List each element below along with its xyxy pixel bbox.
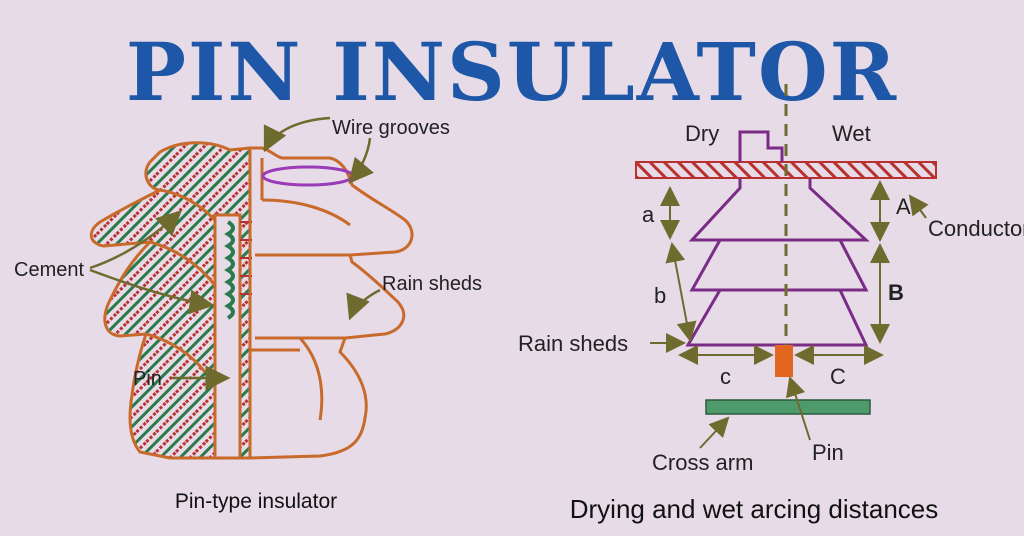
leader-cross-arm [699, 416, 730, 449]
rain-shed-middle [689, 239, 869, 292]
caption-left: Pin-type insulator [175, 490, 337, 513]
label-dim-a: a [642, 202, 655, 227]
leader-rain-sheds-left [346, 288, 381, 321]
leader-conductor [908, 194, 929, 219]
label-conductor: Conductor [928, 216, 1024, 241]
page-title: PIN INSULATOR [126, 25, 898, 119]
leader-wire-grooves [263, 116, 331, 153]
label-pin-right: Pin [812, 440, 844, 465]
label-dim-C: C [830, 364, 846, 389]
rain-shed-top [688, 178, 870, 242]
pin-block [775, 345, 793, 377]
label-wet: Wet [832, 121, 871, 146]
pin-insulator-cross-section: Wire grooves Cement Rain sheds Pin Pin-t… [14, 116, 482, 513]
label-rain-sheds-right: Rain sheds [518, 331, 628, 356]
leader-pin-right [786, 376, 811, 441]
arcing-distance-diagram: Dry Wet Conductor Rain sheds Pin Cross a… [518, 84, 1024, 524]
dim-b [665, 242, 697, 342]
cement-threads [224, 220, 252, 320]
caption-right: Drying and wet arcing distances [570, 494, 939, 524]
insulator-right-half [248, 146, 414, 460]
label-dim-c: c [720, 364, 731, 389]
label-dry: Dry [685, 121, 719, 146]
leader-cement-2 [89, 268, 215, 315]
label-wire-grooves: Wire grooves [332, 117, 450, 139]
label-rain-sheds-left: Rain sheds [382, 273, 482, 295]
label-cross-arm: Cross arm [652, 450, 753, 475]
cross-arm-bar [705, 399, 871, 415]
label-dim-A: A [896, 194, 911, 219]
wire-groove [261, 165, 355, 187]
leader-cement-1 [89, 210, 182, 270]
label-pin-left: Pin [133, 368, 162, 390]
label-dim-b: b [654, 283, 666, 308]
rain-shed-bottom [685, 289, 869, 347]
insulator-pin [213, 213, 242, 460]
label-dim-B: B [888, 280, 904, 305]
label-cement: Cement [14, 259, 84, 281]
